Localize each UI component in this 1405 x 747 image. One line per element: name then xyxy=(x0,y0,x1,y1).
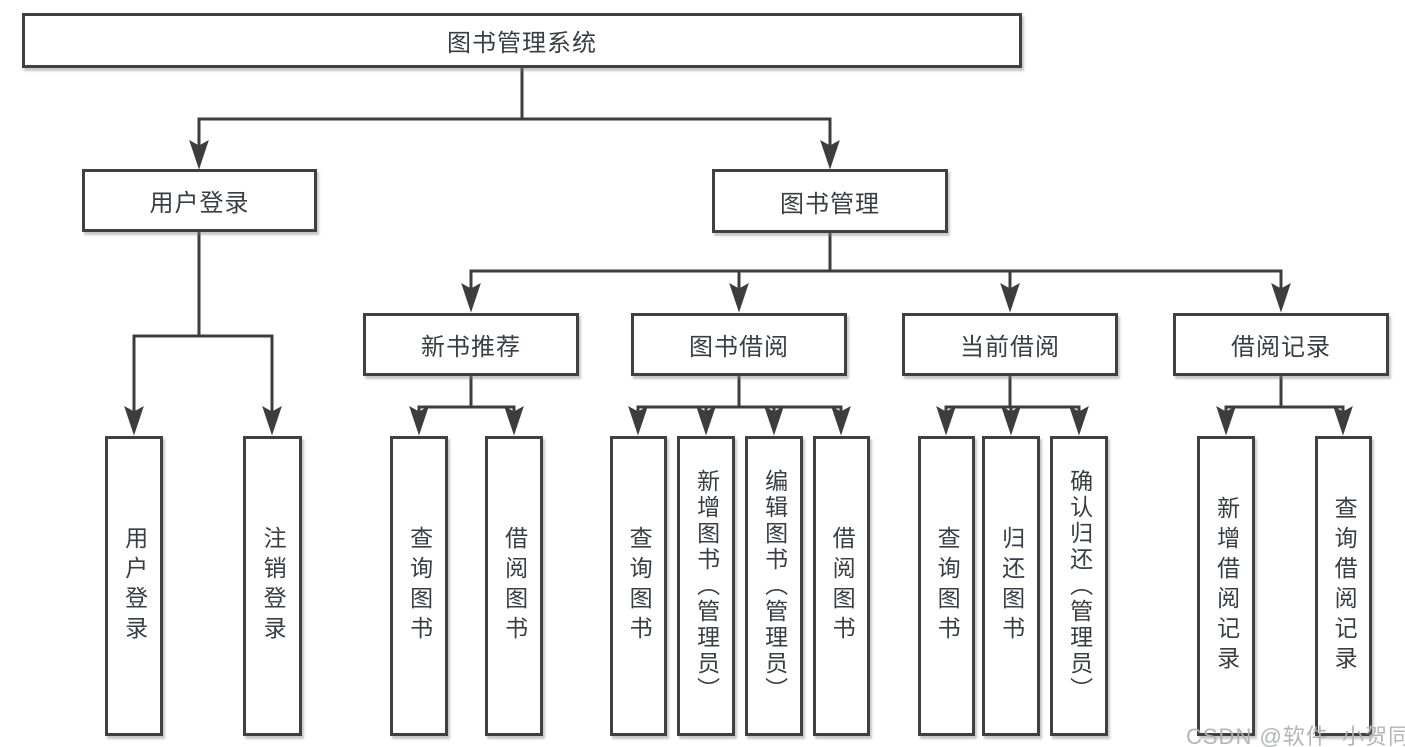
connector-path xyxy=(636,374,843,412)
arrowhead xyxy=(461,282,481,313)
connector-book-mgmt-to-level3 xyxy=(461,231,1291,313)
leaf-current-return-books: 归还图书 xyxy=(982,436,1040,736)
leaf-borrow-borrow-books: 借阅图书 xyxy=(813,436,870,736)
node-label: 图书管理 xyxy=(780,190,880,218)
connector-path xyxy=(944,374,1081,412)
arrowhead xyxy=(1216,405,1236,436)
node-current-borrow: 当前借阅 xyxy=(902,313,1118,376)
arrowhead xyxy=(831,405,851,436)
connector-new-book-children xyxy=(409,374,524,436)
leaf-records-add-record: 新增借阅记录 xyxy=(1197,436,1255,736)
leaf-newbook-borrow-books: 借阅图书 xyxy=(485,436,543,736)
arrowhead xyxy=(729,282,749,313)
node-label: 图书借阅 xyxy=(689,334,789,361)
connector-path xyxy=(197,66,832,146)
node-label: 查询借阅记录 xyxy=(1331,496,1358,676)
arrowhead xyxy=(1333,405,1353,436)
leaf-current-query-books: 查询图书 xyxy=(918,436,975,736)
node-label: 归还图书 xyxy=(998,526,1025,646)
connector-root-to-level2 xyxy=(189,66,840,170)
node-label: 新书推荐 xyxy=(421,334,521,361)
arrowhead xyxy=(504,405,524,436)
arrowhead xyxy=(696,405,716,436)
leaf-user-login: 用户登录 xyxy=(105,436,163,736)
connector-current-borrow-children xyxy=(936,374,1089,436)
leaf-borrow-query-books: 查询图书 xyxy=(610,436,667,736)
node-borrow-records: 借阅记录 xyxy=(1173,313,1389,376)
node-label: 借阅记录 xyxy=(1231,334,1331,361)
arrowhead xyxy=(1001,405,1021,436)
connector-path xyxy=(469,231,1283,289)
leaf-newbook-query-books: 查询图书 xyxy=(390,436,448,736)
node-label: 确认归还（管理员） xyxy=(1066,469,1093,703)
node-book-borrow: 图书借阅 xyxy=(631,313,847,376)
leaf-records-query-record: 查询借阅记录 xyxy=(1315,436,1372,736)
node-new-book-recommend: 新书推荐 xyxy=(363,313,579,376)
arrowhead xyxy=(1069,405,1089,436)
node-label: 用户登录 xyxy=(149,190,250,217)
arrowhead xyxy=(820,139,840,170)
arrowhead xyxy=(124,405,144,436)
leaf-borrow-add-books-admin: 新增图书（管理员） xyxy=(677,436,735,736)
arrowhead xyxy=(262,405,282,436)
node-label: 借阅图书 xyxy=(501,526,528,646)
arrowhead xyxy=(936,405,956,436)
node-label: 借阅图书 xyxy=(829,526,856,646)
arrowhead xyxy=(189,139,209,170)
connector-path xyxy=(132,230,274,412)
leaf-logout-login: 注销登录 xyxy=(243,436,302,736)
node-label: 查询图书 xyxy=(626,526,653,646)
node-root-system: 图书管理系统 xyxy=(22,13,1022,68)
node-label: 新增借阅记录 xyxy=(1213,496,1240,676)
connector-path xyxy=(417,374,516,412)
node-label: 注销登录 xyxy=(260,526,287,646)
connector-path xyxy=(1224,374,1345,412)
arrowhead xyxy=(1000,282,1020,313)
node-label: 新增图书（管理员） xyxy=(693,469,720,703)
node-label: 编辑图书（管理员） xyxy=(761,469,788,703)
leaf-borrow-edit-books-admin: 编辑图书（管理员） xyxy=(745,436,803,736)
node-label: 用户登录 xyxy=(121,526,148,646)
leaf-current-confirm-return-admin: 确认归还（管理员） xyxy=(1050,436,1108,736)
node-label: 查询图书 xyxy=(934,526,961,646)
node-label: 当前借阅 xyxy=(960,334,1060,361)
connector-user-login-children xyxy=(124,230,282,436)
node-user-login-branch: 用户登录 xyxy=(82,169,317,232)
node-label: 图书管理系统 xyxy=(447,30,597,57)
arrowhead xyxy=(1271,282,1291,313)
arrowhead xyxy=(764,405,784,436)
connector-borrow-records-children xyxy=(1216,374,1353,436)
connector-book-borrow-children xyxy=(628,374,851,436)
csdn-watermark: CSDN @软件_小贺同学 xyxy=(1186,724,1405,747)
arrowhead xyxy=(628,405,648,436)
node-book-management-branch: 图书管理 xyxy=(712,169,948,233)
node-label: 查询图书 xyxy=(406,526,433,646)
arrowhead xyxy=(409,405,429,436)
